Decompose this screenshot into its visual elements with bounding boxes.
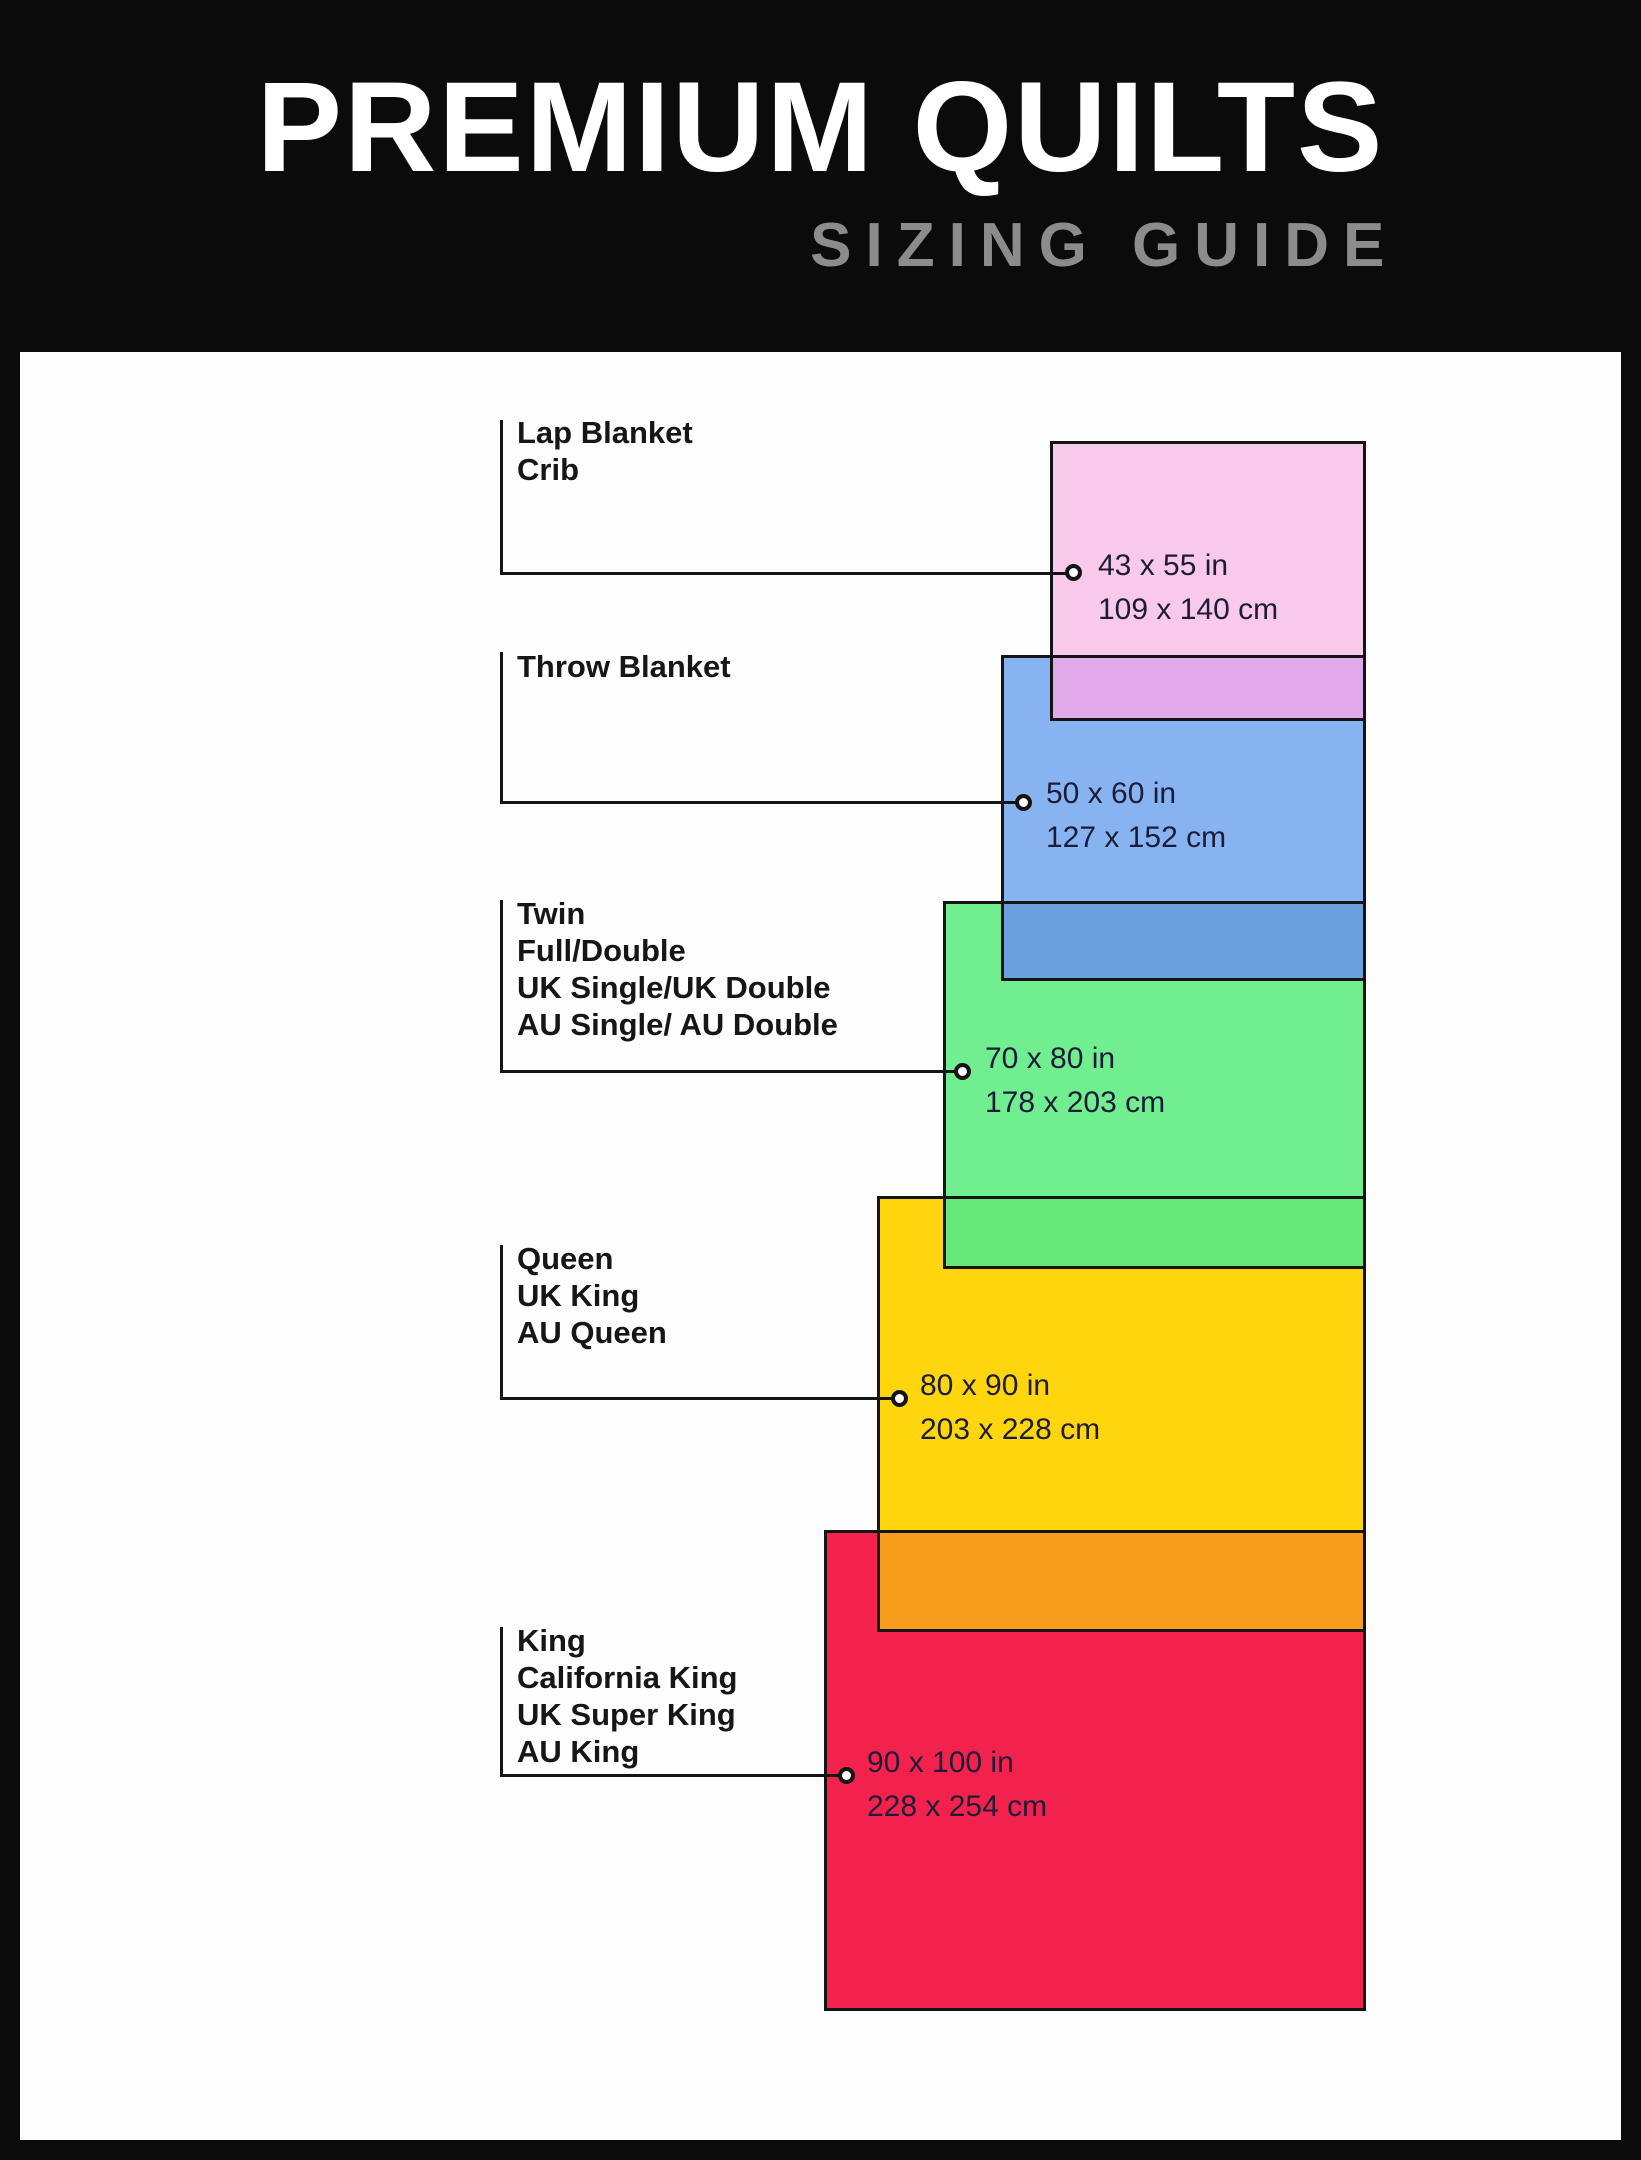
page-title: PREMIUM QUILTS: [256, 56, 1385, 199]
page-subtitle: SIZING GUIDE: [810, 211, 1399, 280]
size-inches: 43 x 55 in: [1098, 549, 1229, 582]
size-label-line: AU Queen: [517, 1315, 667, 1350]
size-label-line: Full/Double: [517, 933, 686, 968]
connector-hline-king: [500, 1774, 841, 1777]
size-inches: 90 x 100 in: [867, 1746, 1014, 1779]
size-cm: 228 x 254 cm: [867, 1790, 1048, 1823]
size-label-line: UK Single/UK Double: [517, 970, 831, 1005]
content-panel: Lap Blanket Crib 43 x 55 in 109 x 140 cm…: [20, 352, 1621, 2140]
size-label-line: AU King: [517, 1734, 640, 1769]
size-label-twin: Twin Full/Double UK Single/UK Double AU …: [517, 895, 838, 1043]
connector-hline-queen: [500, 1397, 894, 1400]
size-label-throw: Throw Blanket: [517, 648, 731, 685]
marker-dot-throw: [1015, 794, 1032, 811]
size-dimensions-king: 90 x 100 in 228 x 254 cm: [867, 1741, 1047, 1829]
size-label-line: Crib: [517, 452, 579, 487]
size-cm: 109 x 140 cm: [1098, 593, 1279, 626]
marker-dot-lap: [1065, 564, 1082, 581]
connector-vline-twin: [500, 900, 503, 1073]
overlap-lap-throw: [1050, 655, 1366, 721]
marker-dot-twin: [954, 1063, 971, 1080]
size-cm: 178 x 203 cm: [985, 1086, 1166, 1119]
size-inches: 70 x 80 in: [985, 1042, 1116, 1075]
connector-hline-throw: [500, 801, 1018, 804]
connector-hline-twin: [500, 1070, 958, 1073]
connector-hline-lap: [500, 572, 1068, 575]
marker-dot-queen: [891, 1390, 908, 1407]
size-inches: 50 x 60 in: [1046, 777, 1177, 810]
header-text-block: PREMIUM QUILTS SIZING GUIDE: [257, 64, 1385, 281]
size-label-line: Twin: [517, 896, 586, 931]
connector-vline-king: [500, 1627, 503, 1777]
size-dimensions-queen: 80 x 90 in 203 x 228 cm: [920, 1364, 1100, 1452]
size-dimensions-twin: 70 x 80 in 178 x 203 cm: [985, 1037, 1165, 1125]
size-inches: 80 x 90 in: [920, 1369, 1051, 1402]
overlap-twin-queen: [943, 1196, 1366, 1269]
size-label-line: UK Super King: [517, 1697, 736, 1732]
size-label-line: AU Single/ AU Double: [517, 1007, 838, 1042]
size-label-line: Throw Blanket: [517, 649, 731, 684]
size-dimensions-lap: 43 x 55 in 109 x 140 cm: [1098, 544, 1278, 632]
size-cm: 203 x 228 cm: [920, 1413, 1101, 1446]
size-dimensions-throw: 50 x 60 in 127 x 152 cm: [1046, 772, 1226, 860]
connector-vline-queen: [500, 1245, 503, 1400]
connector-vline-lap: [500, 420, 503, 573]
overlap-queen-king: [877, 1530, 1366, 1632]
size-label-line: Queen: [517, 1241, 614, 1276]
size-label-line: California King: [517, 1660, 738, 1695]
marker-dot-king: [838, 1767, 855, 1784]
connector-vline-throw: [500, 652, 503, 803]
header: PREMIUM QUILTS SIZING GUIDE: [0, 0, 1641, 352]
size-cm: 127 x 152 cm: [1046, 821, 1227, 854]
size-label-line: Lap Blanket: [517, 415, 693, 450]
size-label-line: King: [517, 1623, 586, 1658]
size-label-lap-crib: Lap Blanket Crib: [517, 414, 693, 488]
size-label-line: UK King: [517, 1278, 640, 1313]
overlap-throw-twin: [1001, 901, 1366, 981]
size-label-king: King California King UK Super King AU Ki…: [517, 1622, 737, 1770]
size-label-queen: Queen UK King AU Queen: [517, 1240, 667, 1351]
